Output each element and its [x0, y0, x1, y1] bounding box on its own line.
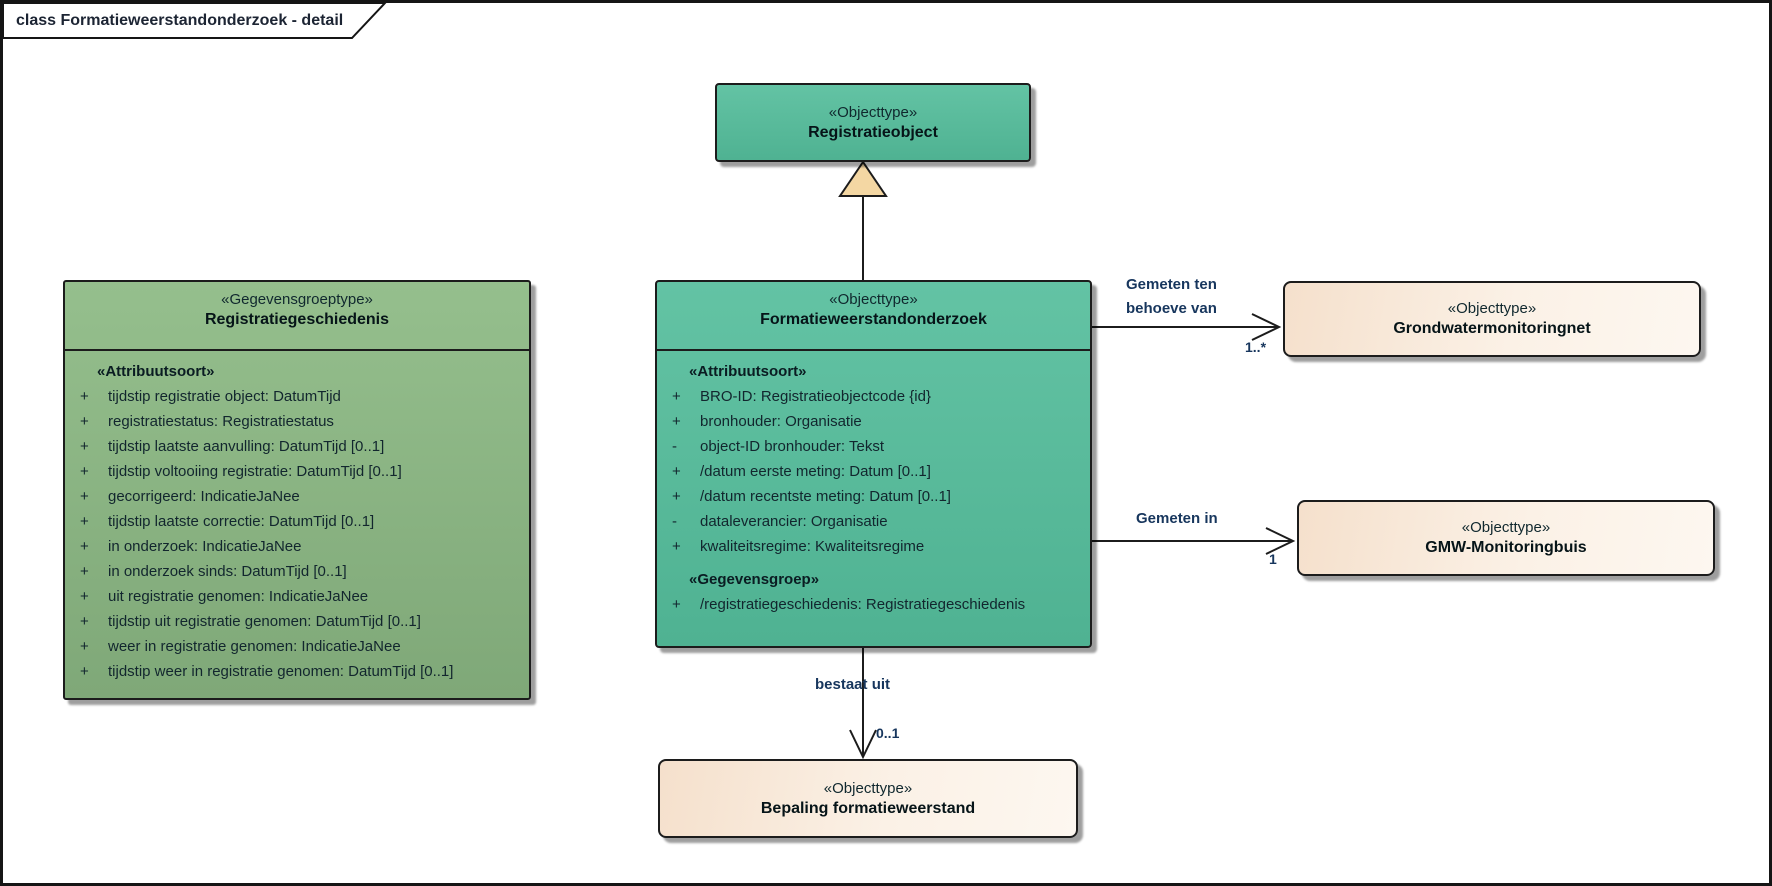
attribute-row: + tijdstip laatste aanvulling: DatumTijd … [75, 434, 523, 459]
visibility-sign: + [672, 538, 681, 555]
assoc-label-bestaat-uit: bestaat uit [815, 676, 891, 693]
visibility-sign: + [80, 513, 89, 530]
multiplicity: 0..1 [876, 725, 900, 741]
attribute-text: gecorrigeerd: IndicatieJaNee [108, 488, 300, 505]
attribute-text: tijdstip registratie object: DatumTijd [108, 388, 341, 405]
attributes-compartment: «Attribuutsoort» + tijdstip registratie o… [65, 351, 529, 684]
attribute-text: dataleverancier: Organisatie [700, 513, 888, 530]
attribute-row: + registratiestatus: Registratiestatus [75, 409, 523, 434]
multiplicity: 1 [1269, 551, 1277, 567]
class-header: «Objecttype» Grondwatermonitoringnet [1285, 283, 1699, 355]
assoc-label-gemeten-in: Gemeten in [1136, 510, 1218, 527]
visibility-sign: + [80, 613, 89, 630]
attribute-row: + bronhouder: Organisatie [667, 409, 1084, 434]
visibility-sign: + [672, 488, 681, 505]
attribute-text: in onderzoek sinds: DatumTijd [0..1] [108, 563, 347, 580]
stereotype-label: «Objecttype» [1447, 300, 1537, 317]
attribute-text: registratiestatus: Registratiestatus [108, 413, 334, 430]
class-name: Registratiegeschiedenis [204, 311, 390, 328]
open-arrowhead-icon [849, 729, 877, 760]
class-header: «Gegevensgroeptype» Registratiegeschiede… [65, 282, 529, 351]
attribute-text: /registratiegeschiedenis: Registratieges… [700, 596, 1026, 613]
visibility-sign: + [80, 463, 89, 480]
attribute-row: + tijdstip voltooiing registratie: DatumT… [75, 459, 523, 484]
assoc-label-gemeten-ten-behoeve-van: Gemeten ten behoeve van [1126, 276, 1217, 317]
attribute-text: /datum eerste meting: Datum [0..1] [700, 463, 931, 480]
class-name: Registratieobject [808, 123, 938, 141]
attribute-text: bronhouder: Organisatie [700, 413, 862, 430]
stereotype-label: «Objecttype» [1461, 519, 1551, 536]
attribute-text: kwaliteitsregime: Kwaliteitsregime [700, 538, 925, 555]
visibility-sign: + [80, 638, 89, 655]
class-header: «Objecttype» GMW-Monitoringbuis [1299, 502, 1713, 574]
attribute-row: + kwaliteitsregime: Kwaliteitsregime [667, 534, 1084, 559]
attribute-text: tijdstip weer in registratie genomen: Da… [108, 663, 454, 680]
attribute-row: + /datum eerste meting: Datum [0..1] [667, 459, 1084, 484]
visibility-sign: + [672, 413, 681, 430]
class-name: Formatieweerstandonderzoek [760, 311, 987, 328]
visibility-sign: + [80, 663, 89, 680]
visibility-sign: + [80, 538, 89, 555]
diagram-title: class Formatieweerstandonderzoek - detai… [16, 12, 344, 29]
attribute-row: + /registratiegeschiedenis: Registratiege… [667, 592, 1084, 617]
stereotype-label: «Objecttype» [829, 291, 918, 308]
class-name: Bepaling formatieweerstand [760, 799, 976, 817]
section-heading: «Gegevensgroep» [689, 571, 820, 588]
attribute-text: /datum recentste meting: Datum [0..1] [700, 488, 951, 505]
attributes-compartment: «Attribuutsoort» + BRO-ID: Registratieobj… [657, 351, 1090, 617]
class-name: Grondwatermonitoringnet [1393, 320, 1591, 337]
visibility-sign: + [672, 596, 681, 613]
attribute-text: object-ID bronhouder: Tekst [700, 438, 884, 455]
class-bepaling-formatieweerstand[interactable]: «Objecttype» Bepaling formatieweerstand [658, 759, 1078, 838]
attribute-row: + /datum recentste meting: Datum [0..1] [667, 484, 1084, 509]
attribute-row: + in onderzoek sinds: DatumTijd [0..1] [75, 559, 523, 584]
attribute-text: tijdstip uit registratie genomen: DatumT… [108, 613, 421, 630]
section-heading: «Attribuutsoort» [97, 363, 215, 380]
stereotype-label: «Objecttype» [823, 779, 913, 797]
visibility-sign: + [80, 588, 89, 605]
class-formatieweerstandonderzoek[interactable]: «Objecttype» Formatieweerstandonderzoek … [655, 280, 1092, 648]
class-header: «Objecttype» Bepaling formatieweerstand [660, 761, 1076, 836]
class-registratiegeschiedenis[interactable]: «Gegevensgroeptype» Registratiegeschiede… [63, 280, 531, 700]
visibility-sign: + [80, 488, 89, 505]
visibility-sign: + [80, 563, 89, 580]
attribute-text: tijdstip laatste correctie: DatumTijd [0… [108, 513, 375, 530]
attribute-row: + tijdstip registratie object: DatumTijd [75, 384, 523, 409]
visibility-sign: + [672, 388, 681, 405]
visibility-sign: + [80, 388, 89, 405]
attribute-text: tijdstip voltooiing registratie: DatumTi… [108, 463, 402, 480]
class-registratieobject[interactable]: «Objecttype» Registratieobject [715, 83, 1031, 162]
attribute-text: BRO-ID: Registratieobjectcode {id} [700, 388, 931, 405]
attribute-row: + BRO-ID: Registratieobjectcode {id} [667, 384, 1084, 409]
visibility-sign: - [672, 438, 677, 455]
attribute-row: + gecorrigeerd: IndicatieJaNee [75, 484, 523, 509]
attribute-text: uit registratie genomen: IndicatieJaNee [108, 588, 369, 605]
attribute-row: + tijdstip laatste correctie: DatumTijd [… [75, 509, 523, 534]
generalization-triangle-icon [838, 160, 888, 197]
attribute-row: - object-ID bronhouder: Tekst [667, 434, 1084, 459]
attribute-row: + uit registratie genomen: IndicatieJaNee [75, 584, 523, 609]
visibility-sign: - [672, 513, 677, 530]
class-grondwatermonitoringnet[interactable]: «Objecttype» Grondwatermonitoringnet [1283, 281, 1701, 357]
attribute-row: + weer in registratie genomen: IndicatieJ… [75, 634, 523, 659]
attribute-text: tijdstip laatste aanvulling: DatumTijd [… [108, 438, 385, 455]
visibility-sign: + [80, 413, 89, 430]
stereotype-label: «Gegevensgroeptype» [221, 291, 373, 308]
visibility-sign: + [80, 438, 89, 455]
section-heading: «Attribuutsoort» [689, 363, 807, 380]
visibility-sign: + [672, 463, 681, 480]
multiplicity: 1..* [1245, 339, 1267, 355]
attribute-row: + tijdstip weer in registratie genomen: D… [75, 659, 523, 684]
attribute-text: weer in registratie genomen: IndicatieJa… [108, 638, 401, 655]
attribute-row: + in onderzoek: IndicatieJaNee [75, 534, 523, 559]
class-gmw-monitoringbuis[interactable]: «Objecttype» GMW-Monitoringbuis [1297, 500, 1715, 576]
attribute-row: + tijdstip uit registratie genomen: Datum… [75, 609, 523, 634]
class-name: GMW-Monitoringbuis [1425, 539, 1587, 556]
stereotype-label: «Objecttype» [828, 103, 918, 121]
class-header: «Objecttype» Registratieobject [717, 85, 1029, 160]
attribute-row: - dataleverancier: Organisatie [667, 509, 1084, 534]
attribute-text: in onderzoek: IndicatieJaNee [108, 538, 302, 555]
open-arrowhead-icon [1251, 313, 1282, 341]
class-header: «Objecttype» Formatieweerstandonderzoek [657, 282, 1090, 351]
